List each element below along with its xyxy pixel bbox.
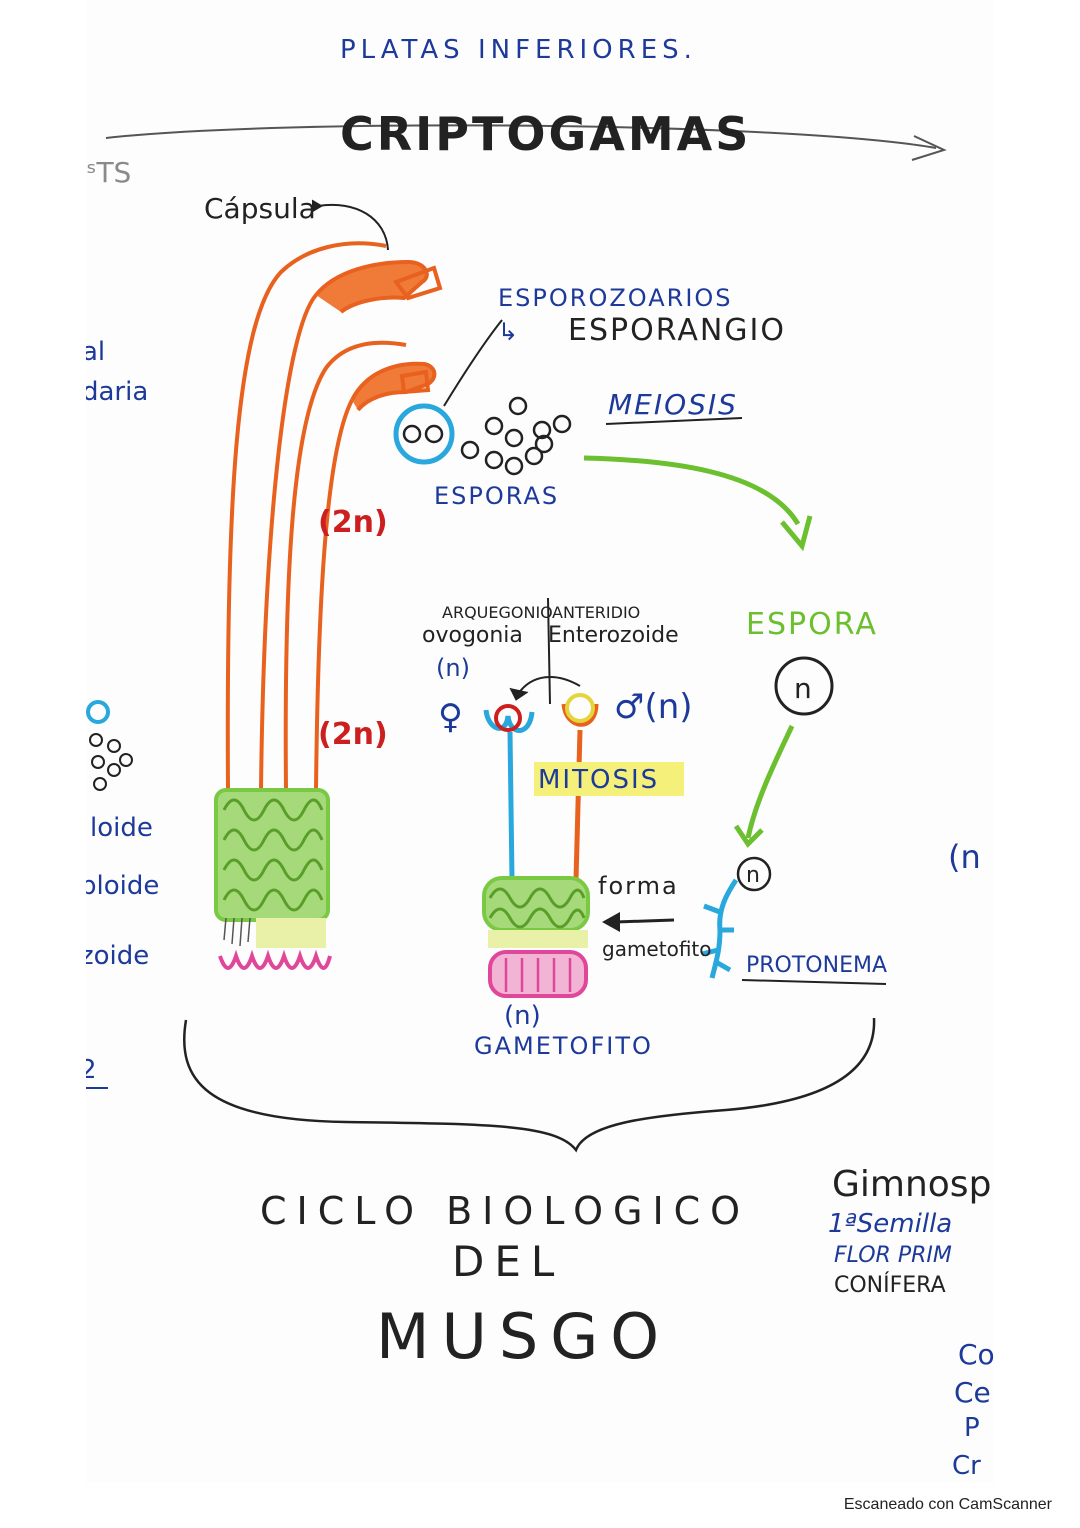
anteridio-label: ANTERIDIO (552, 603, 640, 622)
esporangio-pointer-glyph: ↳ (498, 318, 518, 346)
protonema-n: n (746, 863, 760, 888)
protonema-underline (741, 979, 887, 985)
left-spore-ring (86, 700, 110, 724)
meiosis-label: MEIOSIS (608, 388, 738, 421)
sporophyte-stalk-inner-2 (314, 399, 354, 791)
female-n-label: (n) (436, 654, 470, 682)
moss-life-cycle-diagram: PLATAS INFERIORES. CRIPTOGAMAS ˢTS al da… (86, 35, 994, 1481)
cycle-brace (183, 1017, 876, 1153)
esporozoarios-label: ESPOROZOARIOS (498, 284, 733, 312)
ovogonia-label: ovogonia (422, 623, 523, 648)
espora-circle (774, 656, 834, 716)
left-fragment-3: daria (86, 377, 148, 407)
meiosis-underline (605, 417, 743, 425)
left-fragment-2: al (86, 337, 105, 367)
esporas-label: ESPORAS (434, 482, 559, 510)
male-label: ♂(n) (614, 687, 693, 727)
arquegonio-label: ARQUEGONIO (442, 603, 553, 622)
right-fragment-7: Ce (954, 1376, 991, 1409)
organ-divider (547, 597, 551, 705)
right-fragment-5: CONÍFERA (834, 1272, 946, 1298)
cycle-title-line2: DEL (452, 1237, 564, 1286)
sporophyte-stalk-outer (225, 241, 387, 791)
left-fragment-1: ˢTS (86, 156, 131, 189)
moss-clump-center (482, 876, 590, 998)
page-subtitle: PLATAS INFERIORES. (340, 35, 697, 65)
archegonium (483, 709, 535, 733)
espora-label: ESPORA (746, 607, 878, 642)
mitosis-label: MITOSIS (538, 765, 659, 795)
mitosis-highlight (534, 762, 684, 796)
left-fragment-4: loide (90, 813, 153, 843)
meiosis-arrow-head (780, 515, 813, 552)
esporangio-pointer (443, 319, 503, 407)
left-spores (89, 733, 133, 791)
cycle-title-line3: MUSGO (376, 1300, 671, 1373)
sporophyte-stalk-outer-inner (259, 293, 318, 791)
page-title: CRIPTOGAMAS (340, 107, 751, 161)
right-fragment-1: (n (948, 838, 981, 876)
capsula-pointer-head (311, 199, 323, 213)
left-fragment-5: ploide (86, 871, 159, 901)
fertilization-arrow (517, 675, 581, 695)
capsula-label: Cápsula (204, 192, 316, 225)
right-fragment-9: Cr (952, 1451, 981, 1481)
scanned-page: PLATAS INFERIORES. CRIPTOGAMAS ˢTS al da… (86, 0, 994, 1483)
scanner-watermark: Escaneado con CamScanner (843, 1496, 1052, 1513)
capsula-pointer (317, 203, 389, 251)
right-fragment-8: P (964, 1413, 980, 1443)
antheridium-stalk (573, 729, 583, 881)
ploidy-2n-upper: (2n) (318, 505, 388, 540)
cycle-title-line1: CICLO BIOLOGICO (260, 1189, 750, 1233)
capsule-upper-lid (392, 265, 443, 301)
germination-arrow-head (733, 824, 764, 848)
capsule-upper (314, 259, 429, 314)
gametofito-n-label: (n) (504, 1001, 541, 1031)
protonema-label: PROTONEMA (746, 953, 887, 978)
left-fragment-6: zoide (86, 941, 149, 971)
right-fragment-2: Gimnosp (832, 1164, 991, 1205)
forma-arrow (615, 918, 675, 924)
esporangio-label: ESPORANGIO (568, 313, 786, 348)
protonema-filament (701, 878, 739, 979)
capsule-lower-lid (399, 369, 431, 395)
fertilization-arrow-head (509, 687, 529, 701)
sporangium (393, 403, 455, 465)
gametofito-small-label: gametofito (602, 937, 712, 961)
right-fragment-3: 1ªSemilla (828, 1209, 952, 1239)
germination-arrow (745, 724, 795, 839)
timeline-arrow-line (105, 124, 937, 149)
gametofito-label: GAMETOFITO (474, 1032, 653, 1060)
meiosis-arrow (583, 455, 801, 526)
archegonium-stalk (507, 731, 515, 881)
female-symbol: ♀ (438, 697, 463, 737)
left-fragment-7: 2 (86, 1055, 97, 1085)
timeline-arrow-head (911, 135, 947, 161)
espora-n: n (794, 672, 812, 705)
moss-clump-left (214, 788, 332, 970)
sporangium-spore-2 (424, 424, 444, 444)
antheridium-sperm (565, 693, 595, 723)
forma-arrow-head (602, 912, 620, 932)
spores-group (460, 396, 572, 476)
forma-label: forma (598, 872, 679, 900)
ploidy-2n-lower: (2n) (318, 717, 388, 752)
archegonium-egg (494, 704, 522, 732)
enterozoide-label: Enterozoide (548, 623, 679, 648)
protonema-spore (736, 856, 772, 892)
sporophyte-stalk-inner (283, 340, 407, 791)
right-fragment-6: Co (958, 1338, 994, 1371)
right-fragment-4: FLOR PRIM (834, 1243, 952, 1268)
sporangium-spore-1 (402, 424, 422, 444)
